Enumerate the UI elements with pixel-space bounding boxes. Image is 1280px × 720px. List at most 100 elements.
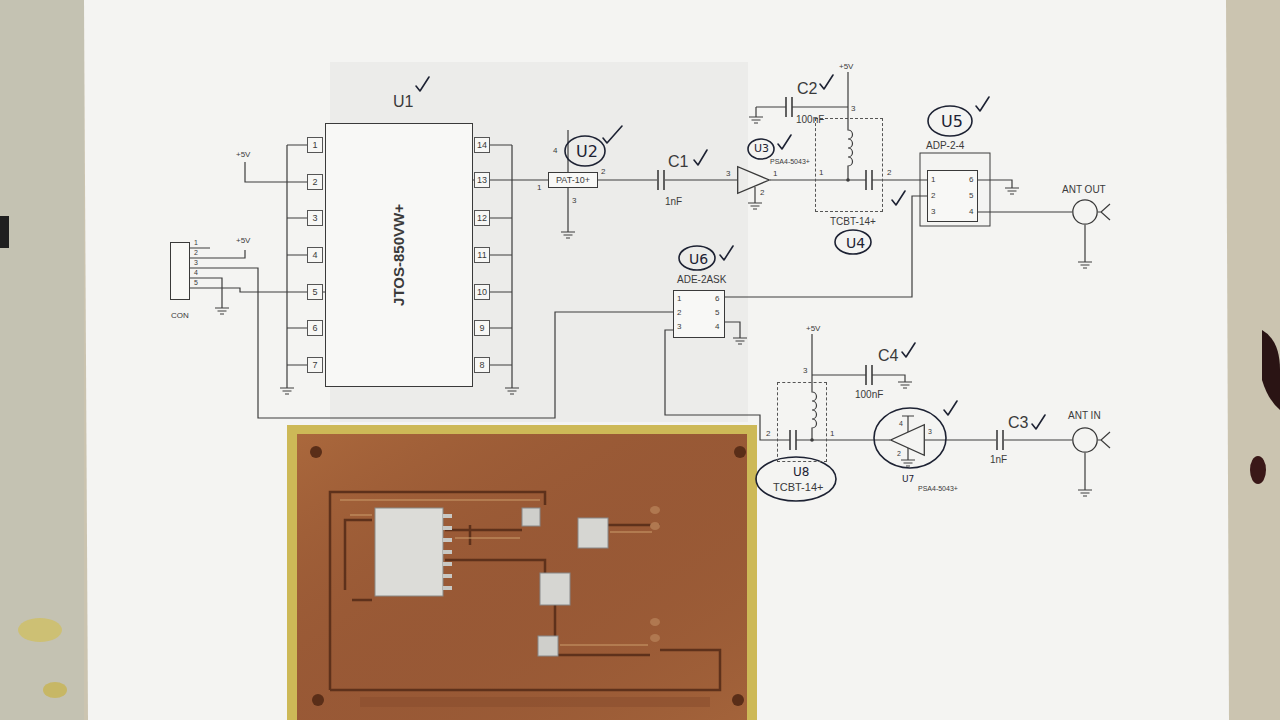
wire <box>598 179 737 180</box>
wire <box>827 439 890 440</box>
schematic-label: 2 <box>760 188 764 197</box>
schematic-label: 5 <box>715 308 719 317</box>
schematic-label: 4 <box>194 269 198 277</box>
ground-symbol <box>1078 490 1092 496</box>
amplifier-triangle-outline <box>737 166 770 194</box>
reference-designator: U2 <box>576 143 598 161</box>
handwritten-mark <box>976 97 989 111</box>
pcb-photo <box>443 538 452 542</box>
handwritten-mark <box>944 401 957 415</box>
wire <box>770 179 815 180</box>
pcb-photo <box>330 492 720 690</box>
handwritten-mark <box>835 230 871 254</box>
pcb-photo <box>443 550 452 554</box>
schematic-label: 3 <box>677 322 681 331</box>
schematic-label: 1 <box>773 169 777 178</box>
pcb-photo <box>310 446 322 458</box>
wire <box>245 162 307 182</box>
capacitor-symbol <box>657 170 665 190</box>
pin-number: 12 <box>474 210 490 226</box>
part-label: TCBT-14+ <box>773 481 823 494</box>
pcb-photo <box>297 434 747 720</box>
wire <box>812 334 905 382</box>
pin-number: 8 <box>474 357 490 373</box>
antenna-connector: ANT OUT <box>1072 199 1098 225</box>
schematic-label: 1 <box>830 429 834 438</box>
wire <box>190 72 1110 490</box>
capacitor-symbol <box>997 430 1003 450</box>
connector-box: CON <box>170 242 190 300</box>
ground-symbol <box>1005 188 1019 194</box>
reference-designator: U8 <box>793 466 809 480</box>
pcb-photo <box>522 508 540 526</box>
table-stain <box>18 618 62 642</box>
pin-number: 9 <box>474 320 490 336</box>
pcb-photo <box>443 514 452 518</box>
wire <box>725 322 740 338</box>
antenna-connector-outline <box>1072 199 1098 225</box>
schematic-label: 1nF <box>665 196 682 208</box>
amplifier-triangle: U7PSA4-5043+ <box>890 424 925 456</box>
wire <box>978 180 1012 188</box>
pcb-photo <box>443 574 452 578</box>
ground-symbol <box>561 232 575 238</box>
schematic-label: 1 <box>819 168 823 177</box>
reference-designator: U7 <box>902 474 914 484</box>
dark-object <box>0 216 9 248</box>
pcb-photo <box>443 586 452 590</box>
schematic-label: 2 <box>677 308 681 317</box>
schematic-label: 6 <box>969 175 973 184</box>
schematic-label: +5V <box>236 236 250 245</box>
ground-symbol <box>901 460 915 466</box>
schematic-label: 3 <box>194 259 198 267</box>
schematic-label: 5 <box>194 279 198 287</box>
bias-tee-box-outline <box>816 119 882 211</box>
ground-symbol <box>215 117 1092 496</box>
attenuator-box: U2PAT-10+ <box>548 172 598 188</box>
capacitor-symbol <box>866 365 872 385</box>
wire <box>754 187 755 203</box>
capacitor-symbol <box>786 97 792 117</box>
part-label: PSA4-5043+ <box>770 158 810 166</box>
part-label: ADP-2-4 <box>926 140 964 152</box>
schematic-label: C3 <box>1008 414 1028 432</box>
part-number: JTOS-850VW+ <box>390 204 407 306</box>
handwritten-mark <box>874 408 946 468</box>
handwritten-mark <box>694 150 707 165</box>
wire <box>902 416 914 460</box>
amplifier-symbol <box>891 425 925 456</box>
handwritten-mark <box>820 75 833 89</box>
schematic-label: +5V <box>236 150 250 159</box>
pcb-photo <box>650 634 660 642</box>
amplifier-triangle: U3PSA4-5043+ <box>737 166 770 194</box>
ground-symbol <box>749 117 763 123</box>
pcb-photo <box>732 694 744 706</box>
schematic-label: +5V <box>806 324 820 333</box>
schematic-label: 2 <box>887 168 891 177</box>
wire <box>190 288 325 292</box>
bias-tee-symbol <box>778 439 826 440</box>
dark-object <box>1250 456 1266 484</box>
oscillator-box: U1JTOS-850VW+ <box>325 123 473 387</box>
pin-number: 3 <box>307 210 323 226</box>
pcb-photo <box>312 694 324 706</box>
dark-object <box>1262 330 1280 410</box>
ground-symbol <box>733 338 747 344</box>
ground-symbol <box>215 308 229 314</box>
bias-tee-symbol <box>866 170 872 190</box>
ground-symbol <box>280 388 294 394</box>
handwritten-mark <box>416 77 429 91</box>
ground-symbol <box>898 382 912 388</box>
handwritten-mark <box>748 139 774 159</box>
schematic-label: 6 <box>715 294 719 303</box>
reference-designator: U6 <box>689 251 708 267</box>
capacitor-symbol <box>658 170 664 190</box>
splitter-outline <box>920 153 990 226</box>
schematic-label: C2 <box>797 80 817 98</box>
handwritten-mark <box>892 191 905 205</box>
part-label: ADE-2ASK <box>677 274 726 286</box>
